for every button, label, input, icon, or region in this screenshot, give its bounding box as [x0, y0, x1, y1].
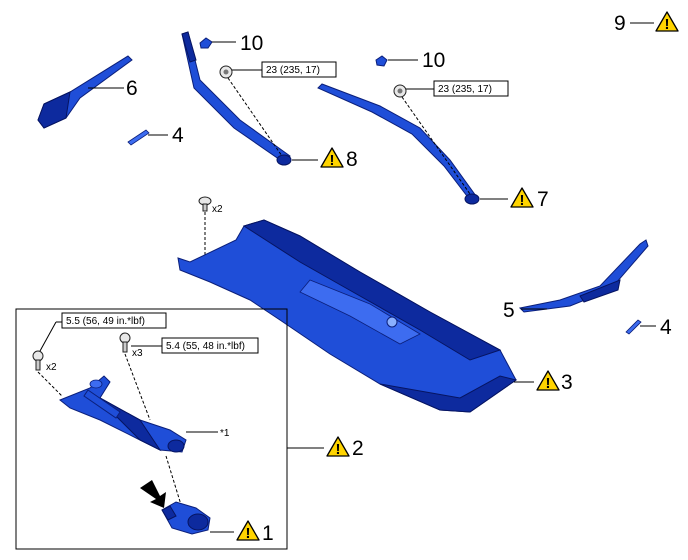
wiper-arm-part-8 — [181, 31, 292, 166]
label-part-3-group — [514, 370, 560, 393]
wiper-blade-part-6 — [37, 55, 133, 129]
cap-part-10-right — [375, 55, 418, 67]
wiper-motor-part-1 — [161, 501, 211, 535]
label-part-3: 3 — [561, 371, 573, 394]
cowl-clip-qty: x2 — [212, 204, 223, 215]
motor-bolt — [119, 332, 259, 421]
wiper-link-assembly — [59, 375, 187, 453]
black-arrow-icon — [140, 480, 166, 508]
label-part-1: 1 — [262, 522, 274, 545]
label-part-7: 7 — [537, 188, 549, 211]
label-part-10-right: 10 — [422, 49, 445, 72]
cowl-clip — [198, 196, 212, 262]
label-part-10-left: 10 — [240, 32, 263, 55]
link-bolt-qty: x2 — [46, 362, 57, 373]
label-part-6: 6 — [126, 77, 138, 100]
clip-part-4-lower — [625, 319, 656, 335]
label-part-8: 8 — [346, 148, 358, 171]
warning-triangle-icon — [536, 370, 560, 393]
warning-triangle-icon — [510, 187, 534, 210]
label-part-5: 5 — [503, 299, 515, 322]
cowl-panel-part-3 — [177, 219, 518, 413]
warning-triangle-icon — [326, 436, 350, 459]
nut-right — [393, 80, 509, 195]
label-part-4-upper: 4 — [172, 124, 184, 147]
warning-triangle-icon — [236, 520, 260, 543]
seal-part-5 — [518, 239, 649, 313]
label-part-1-group — [210, 520, 260, 543]
torque-bolt-motor: 5.4 (55, 48 in.*lbf) — [166, 341, 245, 352]
label-part-7-group — [480, 187, 534, 210]
annotation-star-1: *1 — [220, 428, 230, 439]
cap-part-10-left — [199, 37, 236, 49]
label-part-4-lower: 4 — [660, 316, 672, 339]
label-part-8-group — [292, 147, 344, 170]
wiper-arm-part-7 — [317, 83, 480, 205]
warning-triangle-icon — [320, 147, 344, 170]
link-assembly-inset — [15, 308, 288, 550]
link-bolt — [32, 312, 167, 397]
motor-bolt-qty: x3 — [132, 348, 143, 359]
warning-triangle-icon — [655, 11, 679, 34]
label-part-2-group — [287, 436, 350, 459]
torque-bolt-link: 5.5 (56, 49 in.*lbf) — [66, 316, 145, 327]
nut-left — [219, 61, 337, 157]
torque-nut-right: 23 (235, 17) — [438, 84, 492, 95]
label-part-9: 9 — [614, 12, 626, 35]
clip-part-4-upper — [127, 129, 168, 146]
torque-nut-left: 23 (235, 17) — [266, 65, 320, 76]
label-part-2: 2 — [352, 437, 364, 460]
